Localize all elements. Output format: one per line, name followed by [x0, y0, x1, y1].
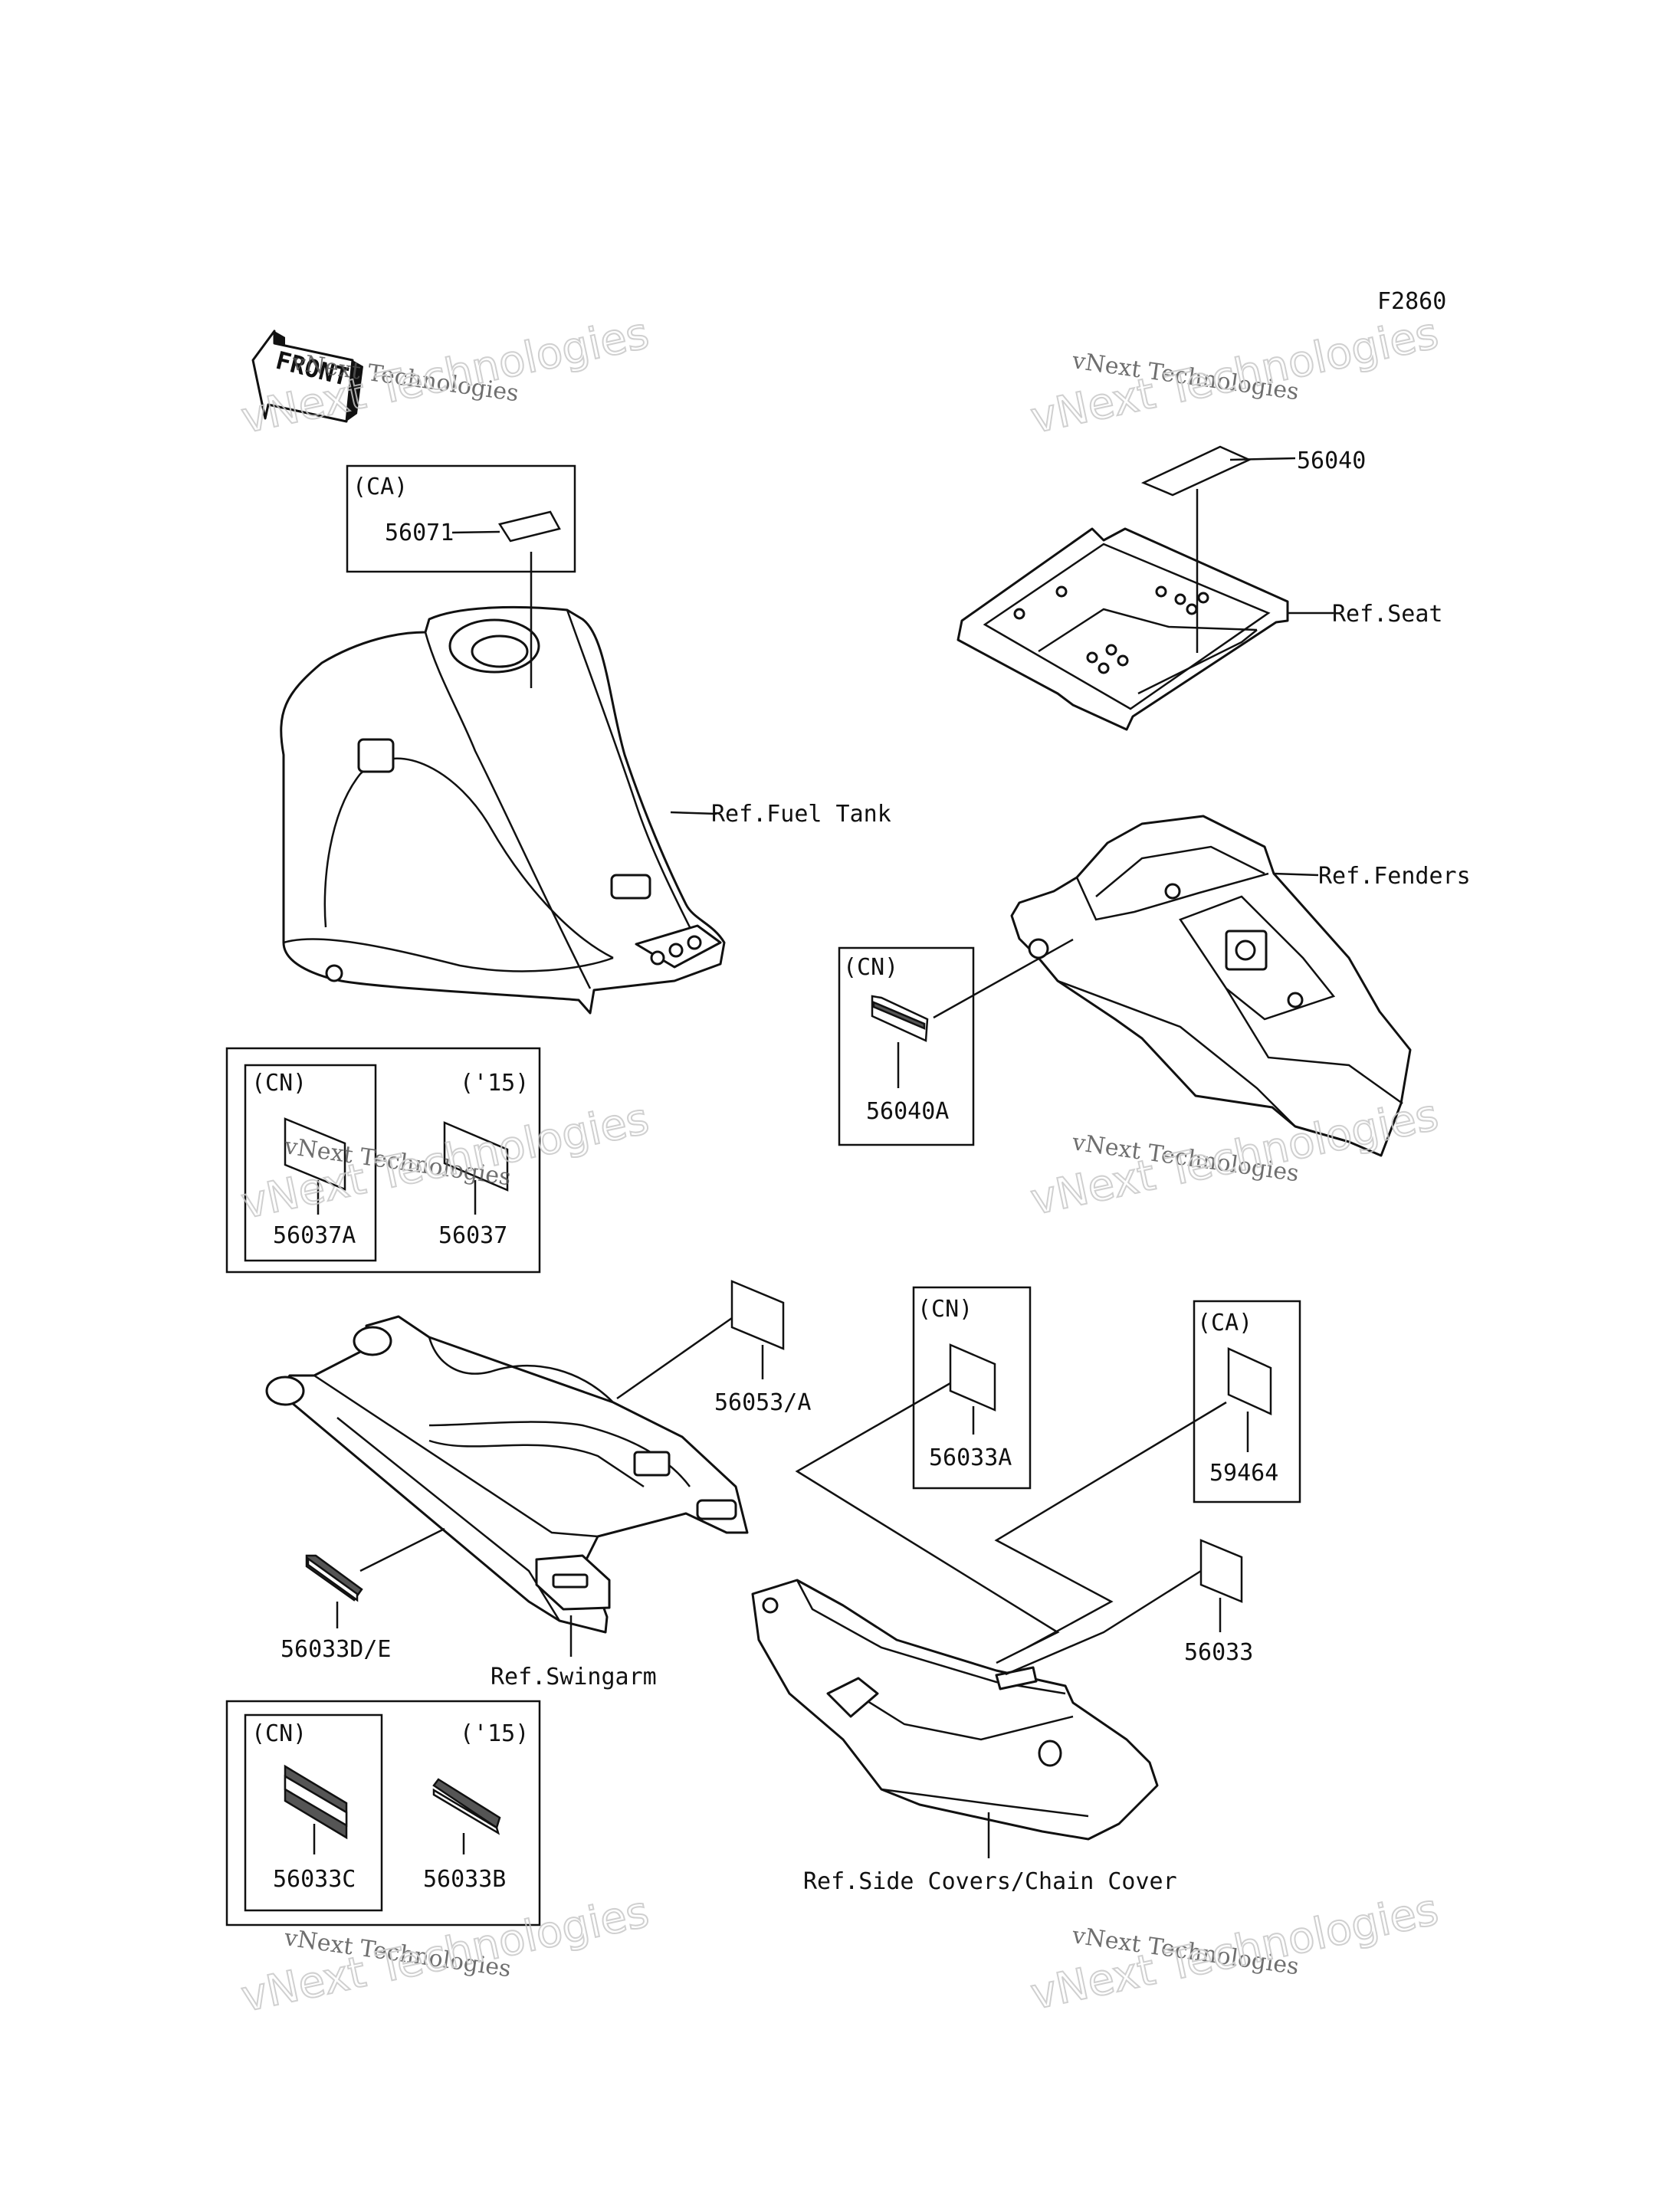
part-59464: 59464: [1209, 1460, 1278, 1487]
part-56037: 56037: [438, 1222, 507, 1249]
svg-text:vNext Technologies: vNext Technologies: [237, 1887, 653, 2022]
region-tag-cn-box1: (CN): [251, 1070, 307, 1097]
decal-box-56033: [225, 1700, 541, 1926]
watermark-tr: vNext Technologies vNext Technologies: [1025, 308, 1443, 444]
watermark-bl: vNext Technologies vNext Technologies: [236, 1887, 654, 2023]
svg-text:vNext Technologies: vNext Technologies: [1026, 1885, 1442, 2020]
part-56033: 56033: [1184, 1639, 1253, 1666]
part-56037A: 56037A: [273, 1222, 356, 1249]
region-tag-ca-sidecover: (CA): [1197, 1310, 1252, 1336]
fuel-tank: [280, 605, 726, 1015]
part-56071: 56071: [385, 520, 454, 546]
part-56053A: 56053/A: [714, 1389, 811, 1416]
rear-fender: [1010, 815, 1412, 1157]
part-56033A: 56033A: [929, 1444, 1012, 1471]
watermark-tl: vNext Technologies vNext Technologies: [236, 308, 654, 444]
ref-seat: Ref.Seat: [1332, 601, 1443, 628]
region-tag-cn-box2: (CN): [251, 1720, 307, 1747]
decal-box-56037: [225, 1047, 541, 1274]
ref-swingarm: Ref.Swingarm: [491, 1664, 657, 1690]
ca-tank-box: [346, 464, 576, 573]
cn-sidecover-box: [912, 1286, 1032, 1490]
part-56033DE: 56033D/E: [281, 1636, 392, 1663]
side-cover: [751, 1579, 1159, 1841]
watermark-ml: vNext Technologies vNext Technologies: [236, 1094, 654, 1230]
cn-fender-box: [838, 946, 975, 1146]
ref-side-covers: Ref.Side Covers/Chain Cover: [803, 1868, 1177, 1895]
watermark-br: vNext Technologies vNext Technologies: [1025, 1884, 1443, 2021]
watermark-mr: vNext Technologies vNext Technologies: [1025, 1090, 1443, 1226]
part-56040: 56040: [1297, 448, 1366, 474]
part-56033B: 56033B: [423, 1866, 506, 1893]
region-tag-y15-box2: ('15): [460, 1720, 529, 1747]
part-56040A: 56040A: [866, 1098, 949, 1125]
front-arrow-icon: FRONT: [251, 330, 363, 423]
part-56033C: 56033C: [273, 1866, 356, 1893]
ref-fuel-tank: Ref.Fuel Tank: [711, 801, 891, 828]
seat-frame: [956, 527, 1289, 731]
region-tag-cn-fender: (CN): [843, 954, 898, 981]
region-tag-ca-tank: (CA): [353, 474, 408, 500]
region-tag-y15-box1: ('15): [460, 1070, 529, 1097]
figure-code: F2860: [1377, 288, 1446, 315]
swingarm: [265, 1315, 749, 1634]
ca-sidecover-box: [1193, 1300, 1301, 1503]
ref-fenders: Ref.Fenders: [1318, 863, 1471, 890]
region-tag-cn-sidecover: (CN): [917, 1296, 973, 1323]
